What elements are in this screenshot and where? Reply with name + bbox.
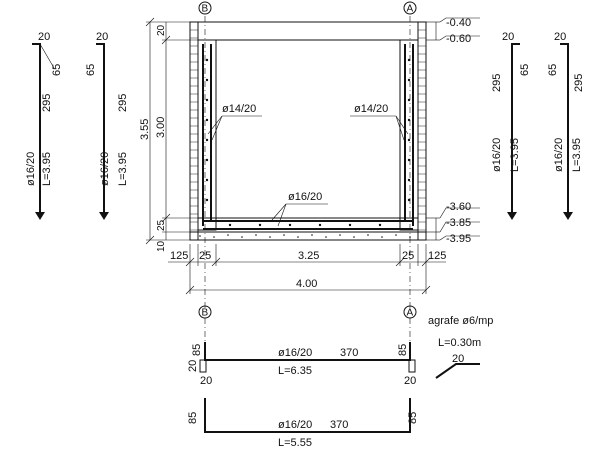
bar-main-length: 295: [573, 74, 585, 92]
stirrup-length: L=0.30m: [438, 337, 481, 349]
distribution-bar-dots: [205, 58, 411, 227]
vertical-bar-sketch-left-2: 20 65 295 ø16/20 L=3.95: [85, 31, 129, 220]
bar-arrow: [507, 212, 517, 220]
wall-right-bar-label: ø14/20: [354, 103, 388, 115]
wall-left-bar-label: ø14/20: [222, 103, 256, 115]
dimension-lines: 3.55 3.00 20 25 10 125 25 3.25 25 125 4.…: [139, 17, 480, 295]
blinding-dots: [199, 234, 411, 238]
dim-bottom-2: 3.25: [298, 250, 319, 262]
stirrup-note: agrafe ø6/mp L=0.30m 20: [428, 315, 493, 379]
bottom-bar-1-left-hook-dim: 20: [187, 360, 199, 372]
axis-label-b: B: [202, 4, 209, 15]
elevation-3: -3.85: [446, 217, 471, 229]
bottom-bar-2-length: L=5.55: [278, 437, 312, 449]
axis-bubble-b: [198, 1, 212, 15]
bottom-bar-2-shape: [204, 398, 411, 433]
bottom-bar-2-len: 370: [330, 419, 348, 431]
bar-hook-length: 20: [96, 31, 108, 43]
vertical-bar-sketch-right-2: 20 65 295 ø16/20 L=3.95: [547, 31, 585, 220]
masonry-wall-left: [189, 21, 199, 241]
bar-shape: [560, 43, 569, 215]
schedule-axis-label-b: B: [202, 308, 209, 319]
bar-main-length: 295: [491, 74, 503, 92]
bar-vertical-length: 65: [547, 64, 559, 76]
bottom-bar-2-left-down: 85: [187, 412, 199, 424]
vertical-bar-sketch-left-1: 20 65 295 ø16/20 L=3.95: [25, 31, 63, 220]
bottom-bar-1-len: 370: [340, 347, 358, 359]
bottom-bar-1-spec: ø16/20: [278, 347, 312, 359]
bottom-bar-1-right-up: 85: [397, 344, 409, 356]
axis-label-a: A: [407, 4, 414, 15]
vertical-bar-sketch-right-1: 20 65 295 ø16/20 L=3.95: [491, 31, 531, 220]
bottom-bar-1-right-hook-dim: 20: [404, 375, 416, 387]
blinding-layer: [189, 231, 427, 241]
bottom-bar-1-left-up: 85: [191, 344, 203, 356]
bar-shape: [511, 43, 520, 215]
bar-hook-length: 20: [554, 31, 566, 43]
bar-length: L=3.95: [117, 152, 129, 186]
concrete-wall-left: [197, 39, 217, 231]
elevation-4: -3.95: [446, 233, 471, 245]
dim-bottom-4: 125: [428, 250, 446, 262]
bar-hook-length: 20: [38, 31, 50, 43]
elevation-2: -3.60: [446, 201, 471, 213]
bar-main-length: 295: [117, 94, 129, 112]
bar-shape: [32, 43, 41, 215]
bottom-bar-1-right-hook: [408, 359, 416, 373]
masonry-hatch: [190, 29, 426, 231]
dim-bottom-0: 125: [170, 250, 188, 262]
dim-left-inner: 3.00: [155, 117, 167, 138]
masonry-wall-right: [417, 21, 427, 241]
bottom-bar-2-right-down: 85: [407, 412, 419, 424]
bar-vertical-length: 65: [519, 64, 531, 76]
bar-length: L=3.95: [41, 152, 53, 186]
bar-arrow: [35, 212, 45, 220]
stirrup-label: agrafe ø6/mp: [428, 315, 493, 327]
floor-bar-label: ø16/20: [288, 191, 322, 203]
bar-spec: ø16/20: [491, 138, 503, 172]
bar-length: L=3.95: [571, 138, 583, 172]
bar-shape: [96, 43, 105, 215]
bar-arrow: [563, 212, 573, 220]
bottom-bar-1-left-hook: [199, 359, 207, 373]
bar-main-length: 295: [41, 94, 53, 112]
stirrup-dim: 20: [452, 353, 464, 365]
bar-vertical-length: 65: [51, 64, 63, 76]
bar-hook-length: 20: [502, 31, 514, 43]
axis-bubble-a: [403, 1, 417, 15]
schedule-axis-bubble-b: [198, 305, 212, 319]
dim-blinding: 10: [156, 240, 167, 252]
bar-spec: ø16/20: [99, 152, 111, 186]
schedule-axis-bubble-a: [403, 305, 417, 319]
dim-bottom-1: 25: [199, 250, 211, 262]
bar-arrow: [99, 212, 109, 220]
concrete-wall-right: [399, 39, 419, 231]
bottom-bar-2-spec: ø16/20: [278, 419, 312, 431]
bottom-bar-1-left-hook-dim2: 20: [200, 375, 212, 387]
elevation-1: -0.60: [446, 33, 471, 45]
dim-bottom-slab: 25: [156, 219, 167, 231]
elevation-0: -0.40: [446, 17, 471, 29]
bottom-bar-1-shape: [204, 342, 411, 361]
stirrup-shape: [435, 363, 480, 379]
bar-spec: ø16/20: [25, 152, 37, 186]
schedule-axis-label-a: A: [407, 308, 414, 319]
bar-vertical-length: 65: [85, 64, 97, 76]
dim-bottom-3: 25: [402, 250, 414, 262]
bottom-bar-schedule: B A ø16/20 370 L=6.35 85 85 20 20 20 ø16…: [187, 305, 419, 449]
bar-length: L=3.95: [509, 138, 521, 172]
bottom-bar-1-length: L=6.35: [278, 365, 312, 377]
dim-top-slab: 20: [156, 24, 167, 36]
section-structure: B A: [189, 1, 427, 310]
dim-left-outer: 3.55: [139, 119, 151, 140]
dim-total: 4.00: [296, 278, 317, 290]
bar-spec: ø16/20: [553, 138, 565, 172]
